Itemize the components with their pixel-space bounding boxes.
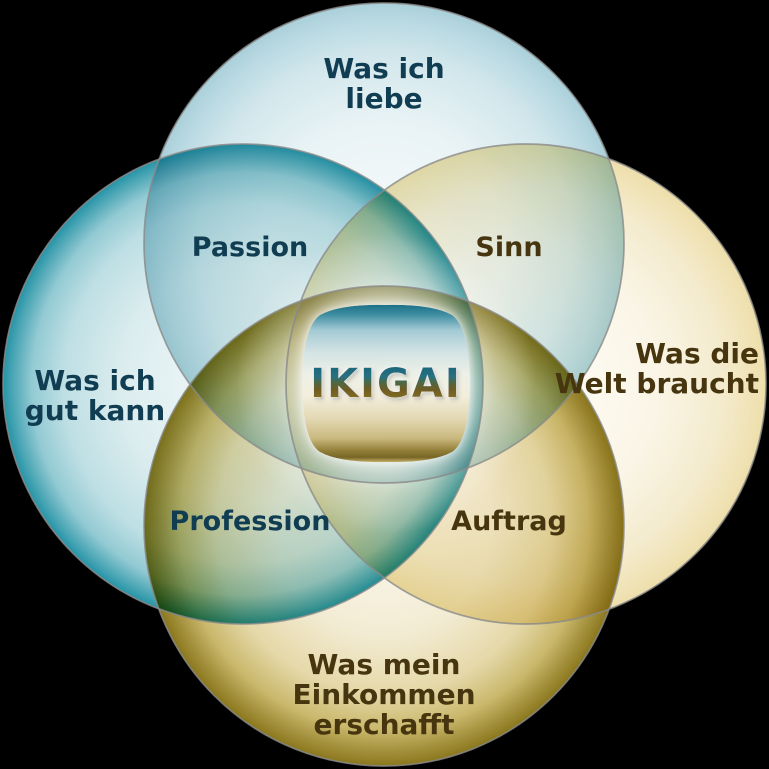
ikigai-badge: [302, 304, 470, 463]
circle-income-outline: [143, 285, 625, 767]
circle-love-outline: [143, 2, 625, 484]
ikigai-label: IKIGAI: [310, 361, 461, 407]
circle-talent-outline: [2, 143, 484, 625]
circle-world-outline: [285, 143, 767, 625]
